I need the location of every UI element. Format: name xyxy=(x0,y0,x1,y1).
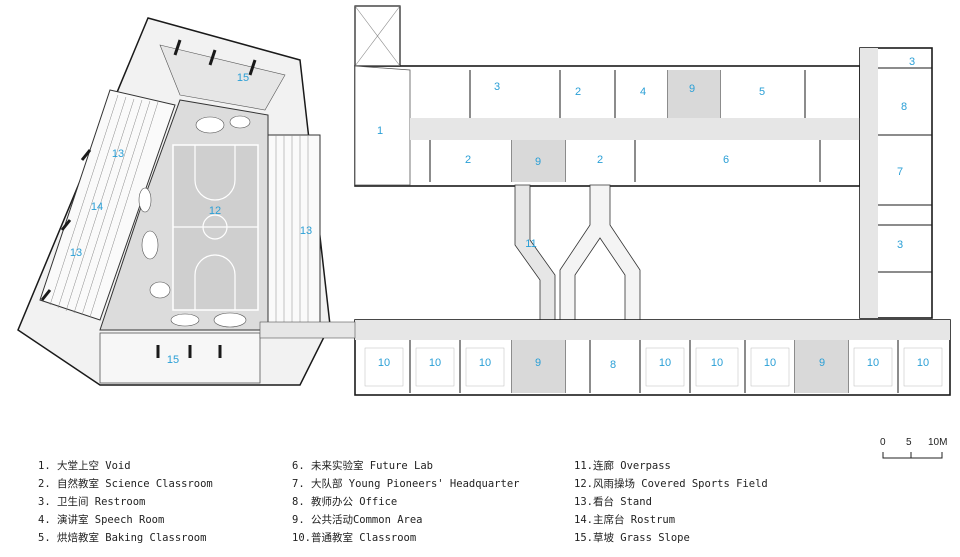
scale-tick-5: 5 xyxy=(906,437,912,448)
room-label-3c: 3 xyxy=(897,239,903,251)
room-label-10c: 10 xyxy=(479,357,491,369)
legend-item: 12.风雨操场 Covered Sports Field xyxy=(574,478,768,490)
legend-column-2: 6. 未来实验室 Future Lab 7. 大队部 Young Pioneer… xyxy=(292,457,519,547)
legend-item: 13.看台 Stand xyxy=(574,496,652,508)
room-label-6: 6 xyxy=(723,154,729,166)
room-label-10g: 10 xyxy=(867,357,879,369)
room-label-2a: 2 xyxy=(575,86,581,98)
legend-item: 8. 教师办公 Office xyxy=(292,496,398,508)
room-label-10b: 10 xyxy=(429,357,441,369)
room-label-3a: 3 xyxy=(494,81,500,93)
room-label-10a: 10 xyxy=(378,357,390,369)
room-label-7: 7 xyxy=(897,166,903,178)
room-label-12: 12 xyxy=(209,205,221,217)
room-label-13a: 13 xyxy=(112,148,124,160)
room-label-14: 14 xyxy=(91,201,103,213)
room-label-10h: 10 xyxy=(917,357,929,369)
overpass xyxy=(514,184,641,321)
room-label-9c: 9 xyxy=(535,357,541,369)
room-label-8b: 8 xyxy=(610,359,616,371)
scale-bar: 0 5 10M xyxy=(876,437,948,467)
legend-item: 14.主席台 Rostrum xyxy=(574,514,676,526)
legend-item: 4. 演讲室 Speech Room xyxy=(38,514,165,526)
room-label-13b: 13 xyxy=(70,247,82,259)
scale-tick-10m: 10M xyxy=(928,437,948,448)
room-label-9b: 9 xyxy=(535,156,541,168)
room-label-13c: 13 xyxy=(300,225,312,237)
scale-tick-0: 0 xyxy=(880,437,886,448)
sports-wing xyxy=(17,17,331,386)
legend-item: 9. 公共活动Common Area xyxy=(292,514,423,526)
legend-item: 2. 自然教室 Science Classroom xyxy=(38,478,213,490)
legend-item: 5. 烘焙教室 Baking Classroom xyxy=(38,532,207,544)
legend-item: 3. 卫生间 Restroom xyxy=(38,496,146,508)
room-label-15a: 15 xyxy=(237,72,249,84)
room-label-10e: 10 xyxy=(711,357,723,369)
room-label-2b: 2 xyxy=(465,154,471,166)
room-label-15b: 15 xyxy=(167,354,179,366)
room-label-4: 4 xyxy=(640,86,646,98)
north-block xyxy=(354,5,861,187)
room-label-2c: 2 xyxy=(597,154,603,166)
room-label-10f: 10 xyxy=(764,357,776,369)
east-wing xyxy=(859,47,933,319)
room-label-9a: 9 xyxy=(689,83,695,95)
south-block xyxy=(259,319,951,396)
room-label-11: 11 xyxy=(525,238,536,250)
legend-item: 11.连廊 Overpass xyxy=(574,460,671,472)
legend-item: 10.普通教室 Classroom xyxy=(292,532,417,544)
room-label-1: 1 xyxy=(377,125,383,137)
legend-item: 6. 未来实验室 Future Lab xyxy=(292,460,434,472)
room-label-8a: 8 xyxy=(901,101,907,113)
legend-item: 1. 大堂上空 Void xyxy=(38,460,131,472)
room-label-3b: 3 xyxy=(909,56,915,68)
legend-item: 15.草坡 Grass Slope xyxy=(574,532,690,544)
room-label-9d: 9 xyxy=(819,357,825,369)
legend-item: 7. 大队部 Young Pioneers' Headquarter xyxy=(292,478,520,490)
room-label-10d: 10 xyxy=(659,357,671,369)
legend-column-3: 11.连廊 Overpass 12.风雨操场 Covered Sports Fi… xyxy=(574,457,768,547)
room-label-5: 5 xyxy=(759,86,765,98)
legend-column-1: 1. 大堂上空 Void 2. 自然教室 Science Classroom 3… xyxy=(38,457,213,547)
room-labels: 1 2 2 2 3 3 3 4 5 6 7 8 8 9 9 9 9 10 10 … xyxy=(70,56,929,371)
